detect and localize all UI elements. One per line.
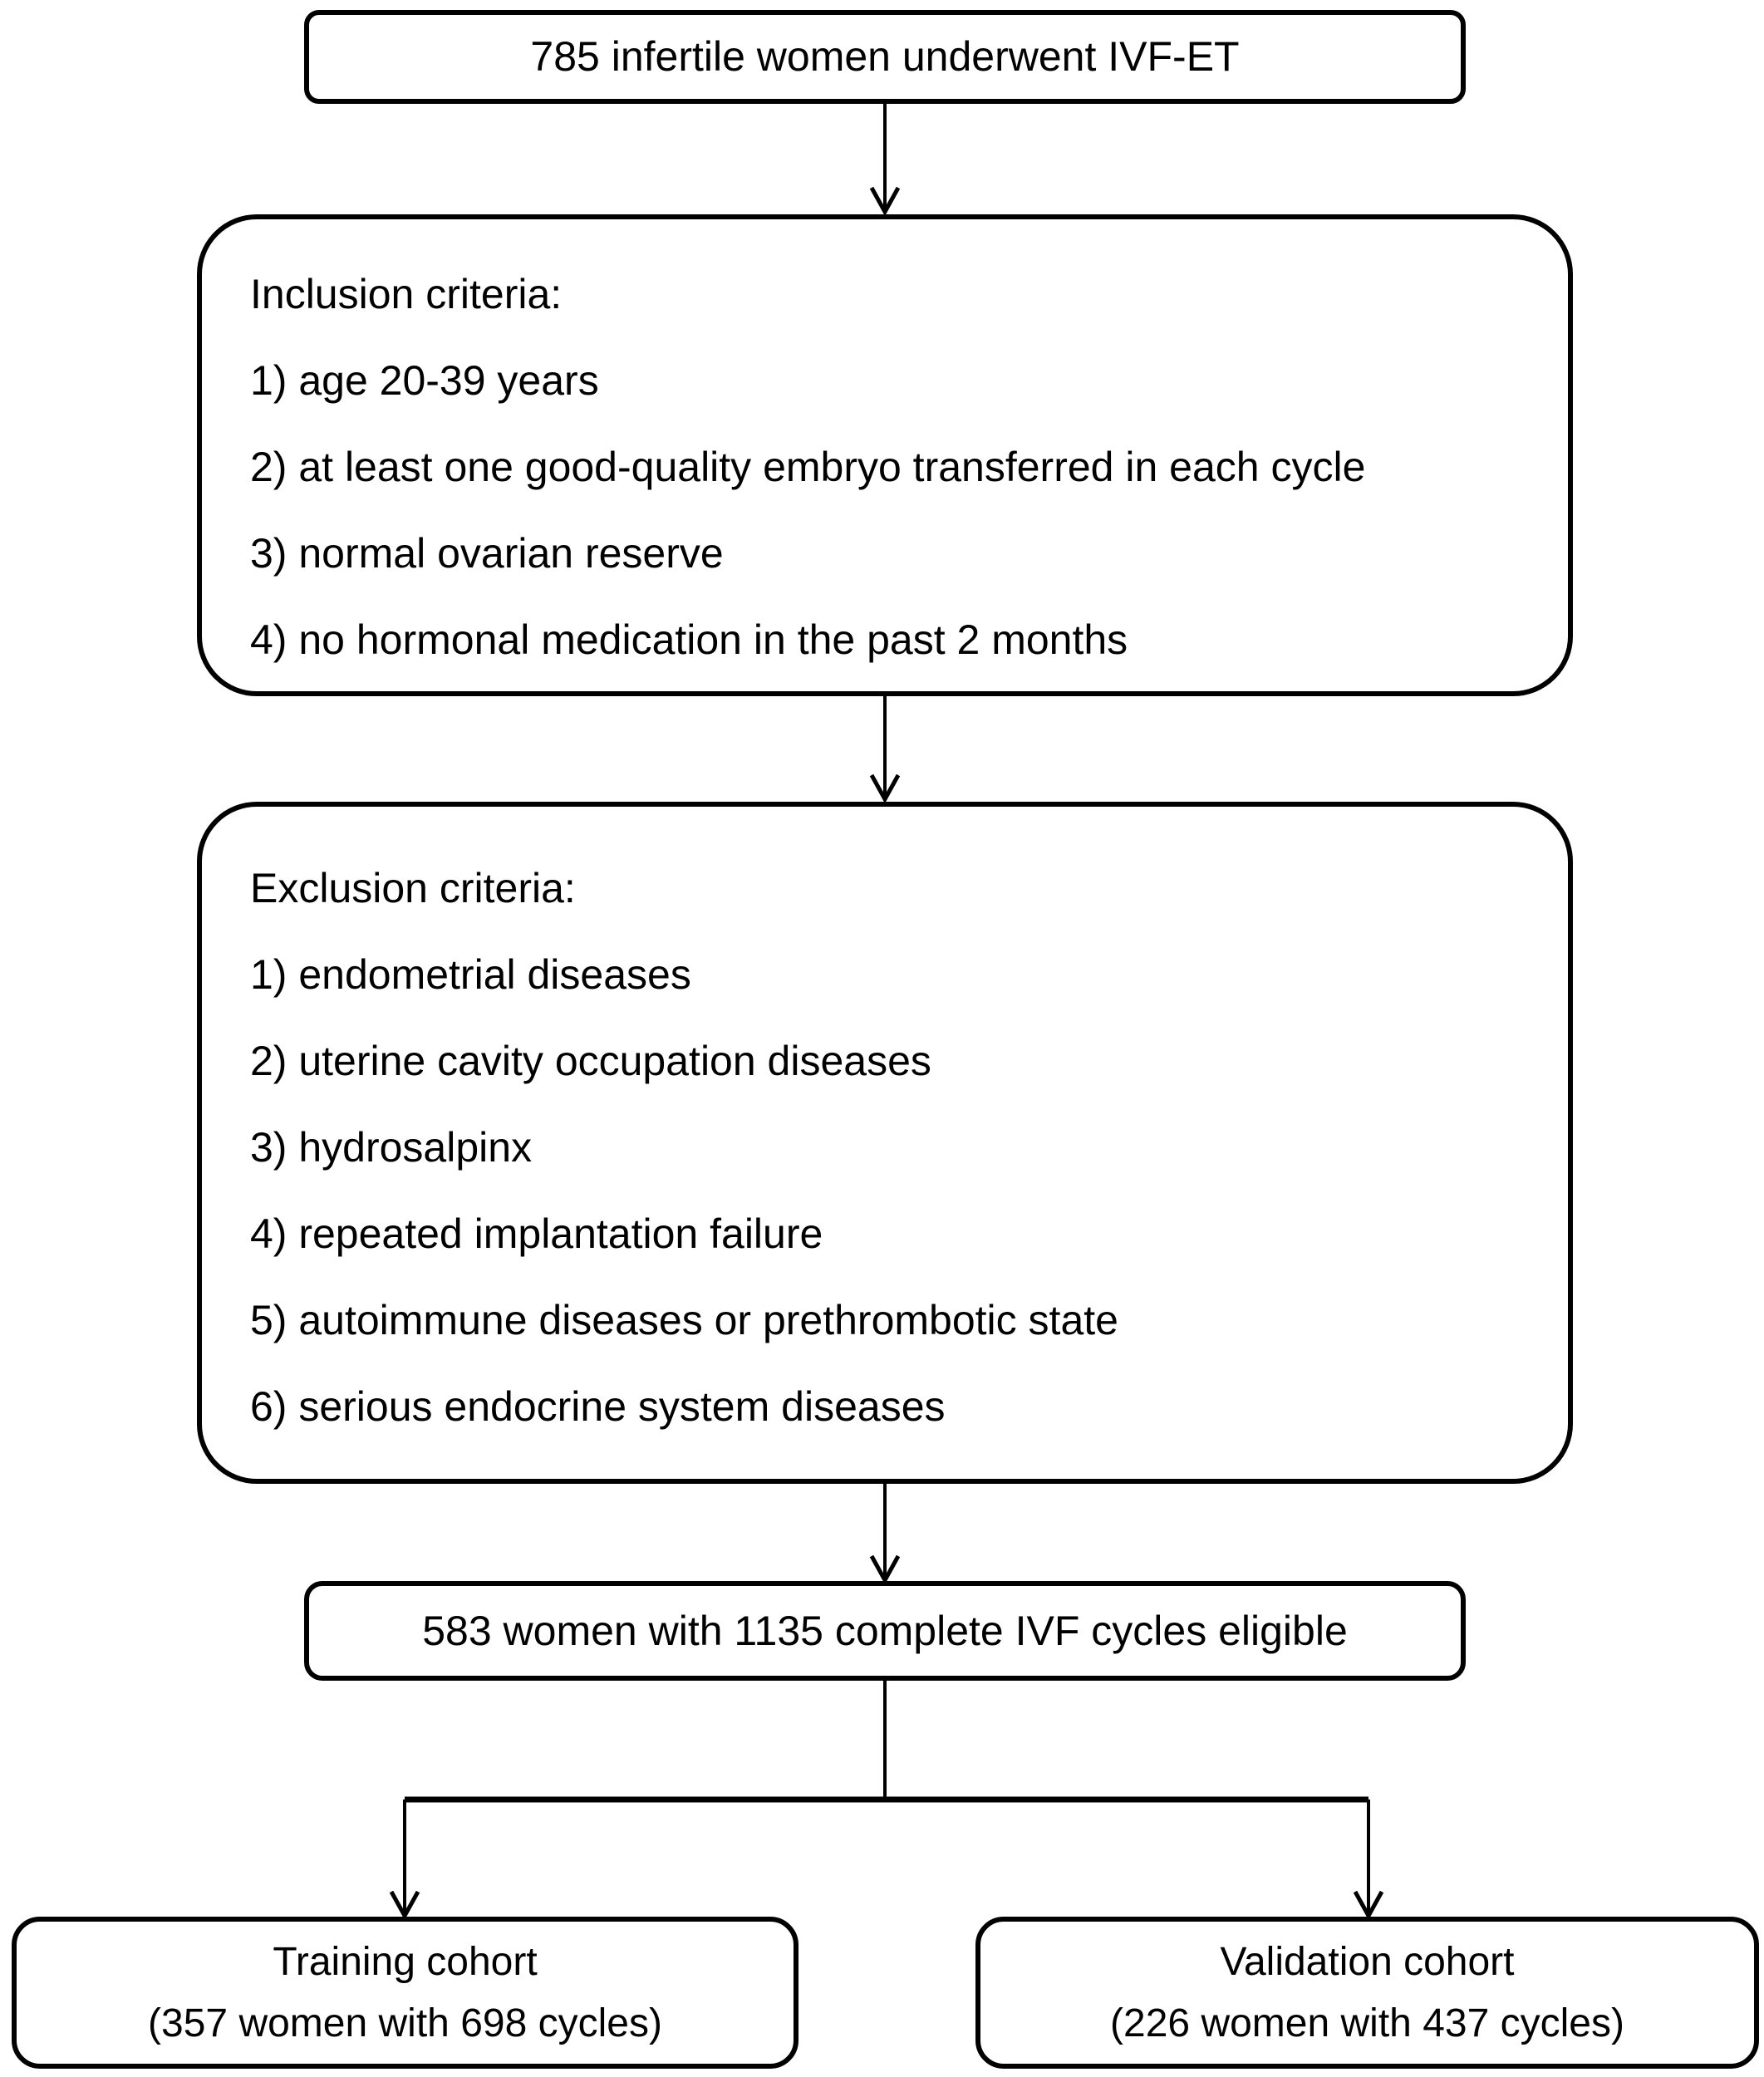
inclusion-title: Inclusion criteria: <box>250 271 563 317</box>
exclusion-item: 3) hydrosalpinx <box>250 1124 533 1171</box>
exclusion-item: 2) uterine cavity occupation diseases <box>250 1038 931 1084</box>
training-cohort-detail: (357 women with 698 cycles) <box>148 2001 662 2045</box>
box-eligible-population: 583 women with 1135 complete IVF cycles … <box>304 1581 1466 1681</box>
exclusion-title: Exclusion criteria: <box>250 865 576 911</box>
box-initial-population: 785 infertile women underwent IVF-ET <box>304 10 1466 104</box>
exclusion-item: 1) endometrial diseases <box>250 951 691 998</box>
eligible-population-text: 583 women with 1135 complete IVF cycles … <box>422 1607 1348 1654</box>
split-connector <box>389 1681 1384 1921</box>
arrow-exclusion-to-eligible <box>869 1484 901 1585</box>
inclusion-item: 1) age 20-39 years <box>250 357 599 404</box>
arrow-initial-to-inclusion <box>869 104 901 217</box>
initial-population-text: 785 infertile women underwent IVF-ET <box>530 33 1240 80</box>
validation-cohort-title: Validation cohort <box>1220 1939 1515 1984</box>
exclusion-item: 5) autoimmune diseases or prethrombotic … <box>250 1297 1118 1343</box>
validation-cohort-detail: (226 women with 437 cycles) <box>1110 2001 1624 2045</box>
training-cohort-title: Training cohort <box>273 1939 538 1984</box>
box-validation-cohort: Validation cohort (226 women with 437 cy… <box>975 1917 1759 2069</box>
box-inclusion-criteria: Inclusion criteria: 1) age 20-39 years 2… <box>197 214 1573 696</box>
arrow-inclusion-to-exclusion <box>869 696 901 804</box>
box-exclusion-criteria: Exclusion criteria: 1) endometrial disea… <box>197 802 1573 1484</box>
inclusion-item: 4) no hormonal medication in the past 2 … <box>250 616 1128 663</box>
inclusion-item: 2) at least one good-quality embryo tran… <box>250 444 1366 490</box>
exclusion-item: 4) repeated implantation failure <box>250 1210 823 1257</box>
inclusion-item: 3) normal ovarian reserve <box>250 530 724 577</box>
exclusion-item: 6) serious endocrine system diseases <box>250 1383 946 1430</box>
box-training-cohort: Training cohort (357 women with 698 cycl… <box>12 1917 798 2069</box>
